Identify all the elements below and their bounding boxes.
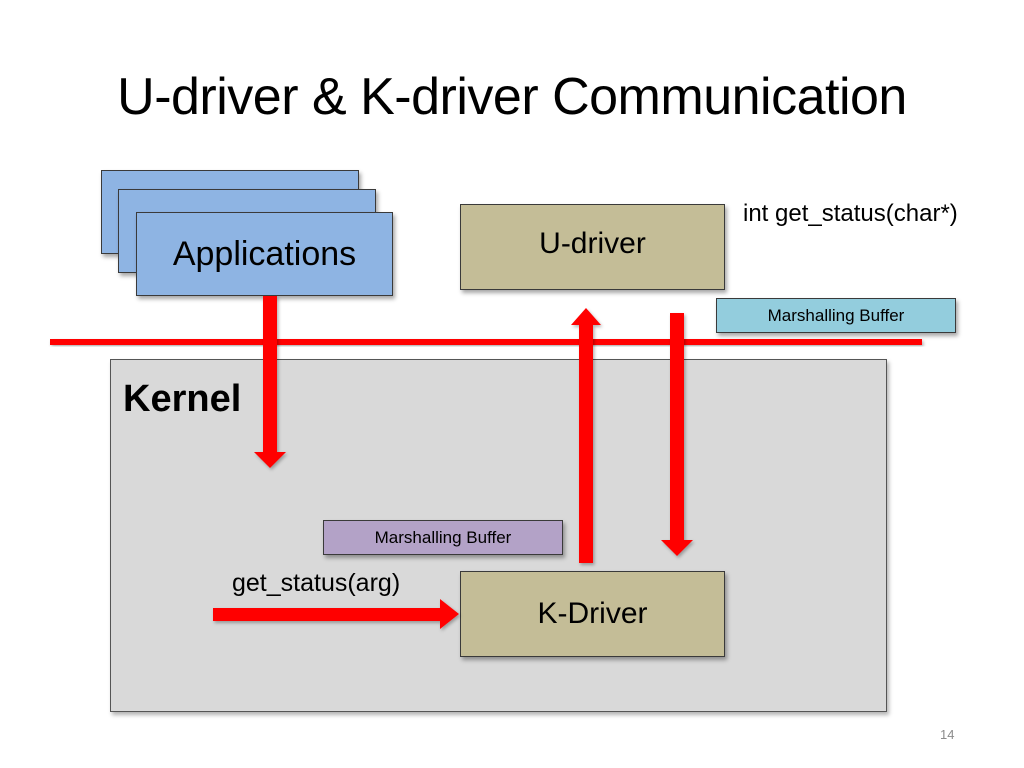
kernel-marshalling-buffer-label: Marshalling Buffer	[374, 527, 512, 547]
kdriver-box: K-Driver	[460, 571, 725, 657]
slide-title: U-driver & K-driver Communication	[117, 68, 907, 126]
kernel-marshalling-buffer: Marshalling Buffer	[323, 520, 563, 555]
applications-box: Applications	[136, 212, 393, 296]
udriver-box: U-driver	[460, 204, 725, 290]
user-kernel-boundary-line	[50, 339, 922, 345]
user-marshalling-buffer-label: Marshalling Buffer	[767, 305, 905, 325]
udriver-label: U-driver	[539, 227, 646, 260]
kdriver-label: K-Driver	[537, 597, 648, 630]
function-signature: int get_status(char*)	[743, 200, 958, 227]
get-status-call-label: get_status(arg)	[232, 569, 401, 597]
page-number: 14	[940, 727, 955, 742]
applications-label: Applications	[172, 234, 357, 273]
user-marshalling-buffer: Marshalling Buffer	[716, 298, 956, 333]
kernel-label: Kernel	[123, 378, 242, 420]
